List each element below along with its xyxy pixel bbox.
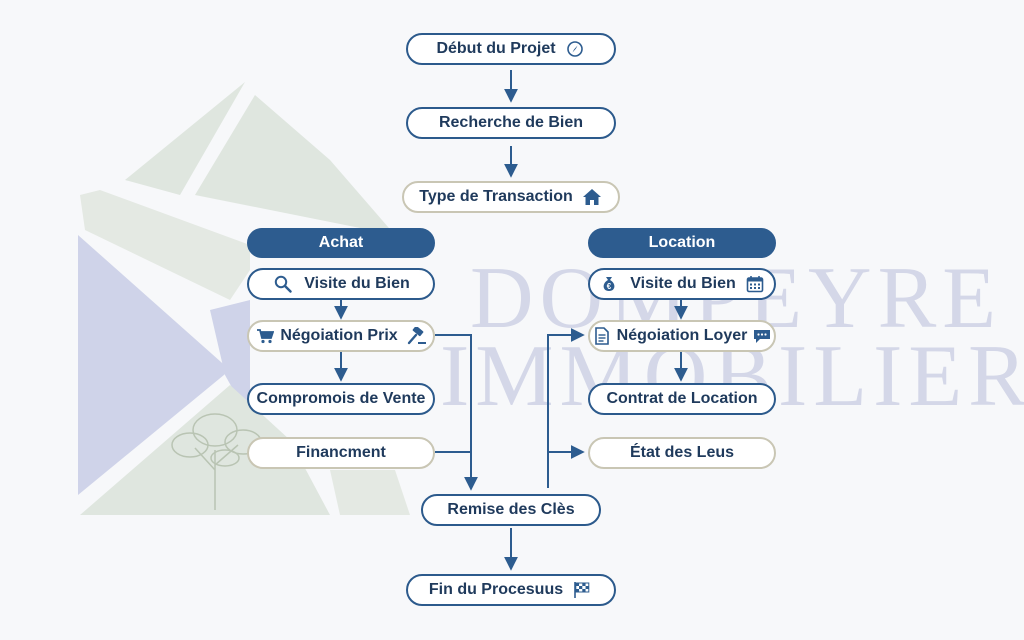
node-end[interactable]: Fin du Procesuus [406, 574, 616, 606]
node-achat-financing[interactable]: Financment [247, 437, 435, 469]
node-search-label: Recherche de Bien [439, 114, 583, 132]
node-achat-financing-label: Financment [296, 444, 386, 462]
gavel-icon [406, 326, 428, 346]
node-start-label: Début du Projet [436, 40, 555, 58]
money-bag-icon: € [598, 274, 620, 294]
svg-text:€: € [607, 282, 612, 291]
node-location-contract-label: Contrat de Location [606, 390, 757, 408]
node-transaction-type[interactable]: Type de Transaction [402, 181, 620, 213]
compass-icon [564, 39, 586, 59]
node-key-handover-label: Remise des Clès [447, 501, 574, 519]
arrow-achat-nego-to-keys [435, 335, 471, 488]
node-achat-compromise[interactable]: Compromois de Vente [247, 383, 435, 415]
node-search[interactable]: Recherche de Bien [406, 107, 616, 139]
node-end-label: Fin du Procesuus [429, 581, 563, 599]
node-achat-visit[interactable]: Visite du Bien [247, 268, 435, 300]
header-achat: Achat [247, 228, 435, 258]
arrow-keys-to-location-nego [548, 335, 582, 488]
cart-icon [254, 326, 276, 346]
node-location-negotiation[interactable]: Négoiation Loyer [588, 320, 776, 352]
search-icon [272, 274, 294, 294]
node-achat-negotiation-label: Négoiation Prix [280, 327, 397, 345]
header-location: Location [588, 228, 776, 258]
node-achat-visit-label: Visite du Bien [304, 275, 410, 293]
node-location-contract[interactable]: Contrat de Location [588, 383, 776, 415]
node-achat-compromise-label: Compromois de Vente [257, 390, 426, 408]
chat-icon [751, 326, 773, 346]
house-icon [581, 187, 603, 207]
node-location-visit-label: Visite du Bien [630, 275, 736, 293]
node-location-inventory[interactable]: État des Leus [588, 437, 776, 469]
node-start[interactable]: Début du Projet [406, 33, 616, 65]
node-location-inventory-label: État des Leus [630, 444, 734, 462]
checkered-flag-icon [571, 580, 593, 600]
header-location-label: Location [649, 234, 716, 252]
header-achat-label: Achat [319, 234, 363, 252]
node-location-visit[interactable]: € Visite du Bien [588, 268, 776, 300]
calendar-icon [744, 274, 766, 294]
node-location-negotiation-label: Négoiation Loyer [617, 327, 748, 345]
node-transaction-type-label: Type de Transaction [419, 188, 573, 206]
node-achat-negotiation[interactable]: Négoiation Prix [247, 320, 435, 352]
node-key-handover[interactable]: Remise des Clès [421, 494, 601, 526]
document-icon [591, 326, 613, 346]
